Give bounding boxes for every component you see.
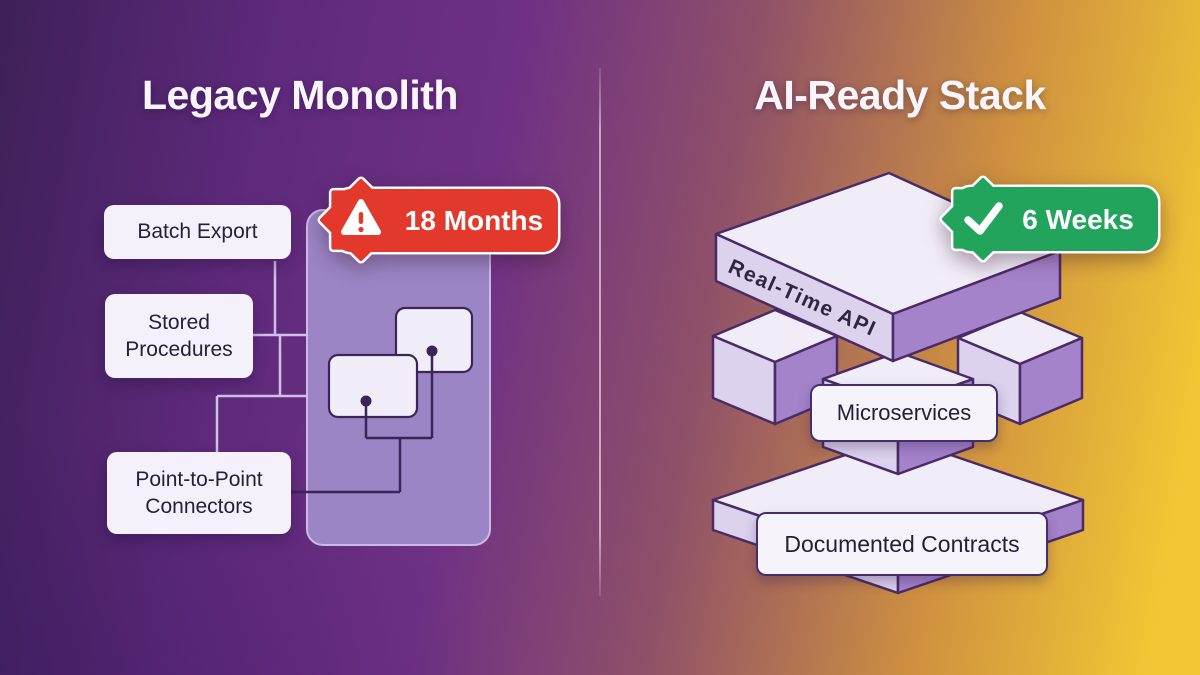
middle-layer-label: Microservices <box>810 384 998 442</box>
node-stored-procedures-label: Stored Procedures <box>125 310 233 361</box>
base-layer-label: Documented Contracts <box>756 512 1048 576</box>
node-batch-export-label: Batch Export <box>137 220 258 244</box>
left-panel-title: Legacy Monolith <box>142 72 458 118</box>
checkmark-icon <box>964 202 1003 235</box>
node-point-to-point-label: Point-to-Point Connectors <box>135 467 263 518</box>
warning-badge-label: 18 Months <box>405 205 543 236</box>
internal-module-lower <box>327 353 419 419</box>
node-point-to-point: Point-to-Point Connectors <box>107 452 291 534</box>
right-cube <box>956 310 1084 426</box>
badge-fill <box>320 179 558 261</box>
success-badge-label: 6 Weeks <box>1022 204 1134 235</box>
internal-module-upper <box>394 306 474 374</box>
right-panel-title: AI-Ready Stack <box>754 72 1046 118</box>
warning-triangle-icon <box>341 199 381 235</box>
connector-lines-dark <box>290 351 434 494</box>
badge-fill <box>942 178 1158 260</box>
connector-dots <box>360 345 438 407</box>
base-layer-label-text: Documented Contracts <box>784 530 1020 557</box>
warning-badge: 18 Months <box>317 176 561 264</box>
middle-layer-label-text: Microservices <box>836 400 972 425</box>
node-batch-export: Batch Export <box>104 205 291 259</box>
node-stored-procedures: Stored Procedures <box>105 294 253 378</box>
connector-lines-light <box>215 261 308 452</box>
success-badge: 6 Weeks <box>939 175 1161 263</box>
panel-divider <box>599 68 601 596</box>
